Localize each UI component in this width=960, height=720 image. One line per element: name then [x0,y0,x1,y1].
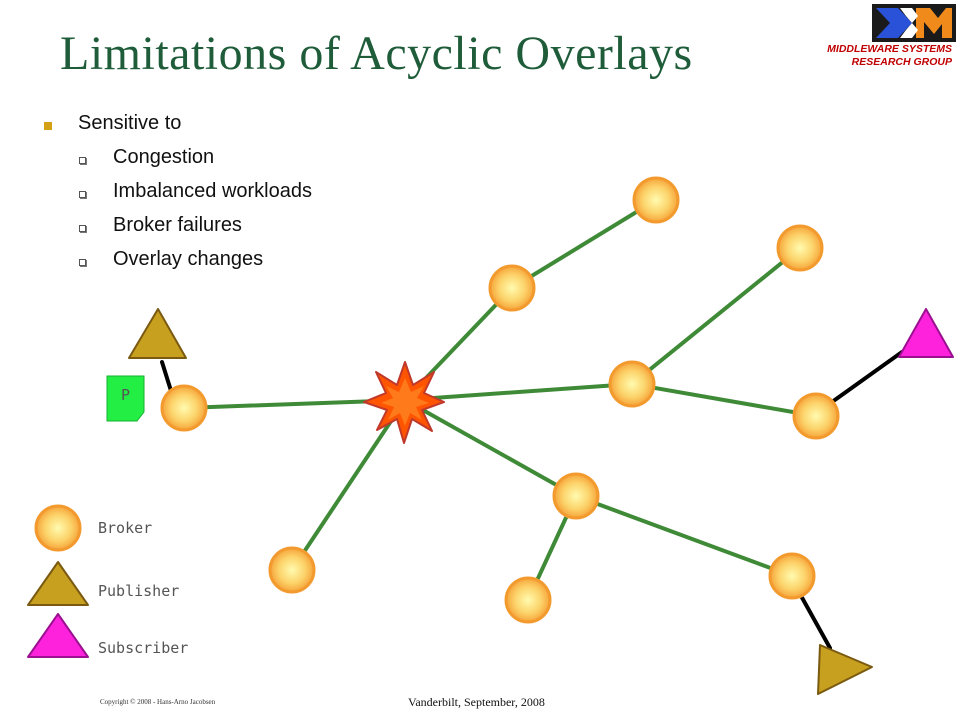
edge [290,398,407,572]
logo-text: MIDDLEWARE SYSTEMS RESEARCH GROUP [827,43,952,69]
hollow-square-bullet-icon [79,225,86,232]
client-edges [160,350,904,650]
bullet-list: Sensitive to Congestion Imbalanced workl… [44,112,312,276]
bullet-sub-workloads: Imbalanced workloads [44,180,312,208]
edge [403,382,634,402]
broker-node[interactable] [488,264,536,312]
legend-broker-label: Broker [98,519,153,537]
bullet-sub-text: Imbalanced workloads [113,180,312,202]
publisher-triangle-icon[interactable] [817,644,873,695]
legend-broker-icon [34,504,82,552]
broker-node[interactable] [776,224,824,272]
square-bullet-icon [44,122,52,130]
edge [403,398,578,498]
logo-line-1: MIDDLEWARE SYSTEMS [827,43,952,55]
publication-label: P [121,386,130,404]
publication-message-icon [106,375,145,422]
broker-node[interactable] [632,176,680,224]
edge [630,382,818,418]
publisher-triangle-icon[interactable] [128,308,187,359]
publisher-link [798,592,832,650]
bullet-main: Sensitive to [44,112,312,140]
broker-node[interactable] [268,546,316,594]
msrg-logo-icon [872,4,956,42]
edge [574,494,794,578]
bullet-sub-congestion: Congestion [44,146,312,174]
edge [630,246,802,386]
hollow-square-bullet-icon [79,259,86,266]
legend-subscriber-label: Subscriber [98,639,189,657]
legend-publisher-icon [27,561,89,606]
legend-subscriber-icon [27,613,89,658]
slide-title: Limitations of Acyclic Overlays [60,27,693,80]
legend-publisher-label: Publisher [98,582,180,600]
broker-node[interactable] [160,384,208,432]
failed-broker-explosion-icon [363,361,445,444]
brokers [34,176,840,624]
broker-node[interactable] [504,576,552,624]
bullet-sub-text: Overlay changes [113,248,264,270]
subscriber-triangle-icon[interactable] [898,308,954,358]
overlay-edges [182,198,818,602]
edge [510,198,658,290]
bullet-sub-overlay: Overlay changes [44,248,312,276]
broker-node[interactable] [792,392,840,440]
bullet-sub-failures: Broker failures [44,214,312,242]
broker-node[interactable] [768,552,816,600]
bullet-sub-text: Broker failures [113,214,242,236]
hollow-square-bullet-icon [79,157,86,164]
bullet-main-text: Sensitive to [78,112,182,134]
subscriber-link [830,350,904,404]
broker-node[interactable] [608,360,656,408]
footer-venue: Vanderbilt, September, 2008 [408,695,545,709]
publisher-link [160,360,174,396]
broker-node[interactable] [552,472,600,520]
logo-line-2: RESEARCH GROUP [851,56,952,68]
hollow-square-bullet-icon [79,191,86,198]
bullet-sub-text: Congestion [113,146,215,168]
footer-copyright: Copyright © 2008 - Hans-Arno Jacobsen [100,698,216,706]
